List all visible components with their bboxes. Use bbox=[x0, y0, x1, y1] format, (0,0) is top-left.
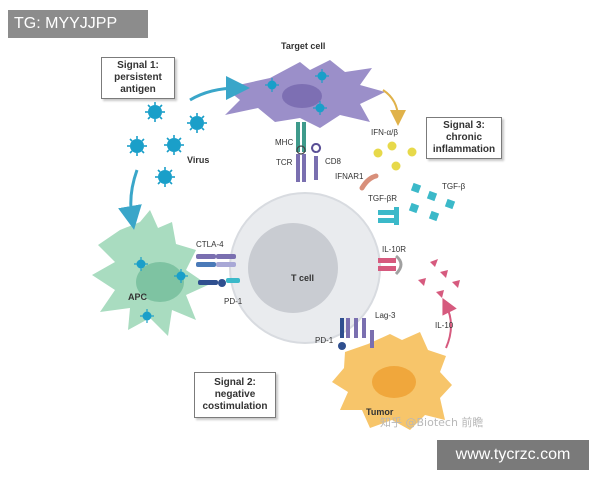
signal-3-line-2: chronic bbox=[445, 132, 483, 143]
virus-particle-1 bbox=[144, 101, 166, 123]
tgfb-squares bbox=[408, 182, 456, 222]
tgfbr-receptor bbox=[378, 207, 399, 225]
signal-3-line-3: inflammation bbox=[432, 144, 496, 155]
signal-1-box: Signal 1: persistent antigen bbox=[101, 57, 175, 99]
apc-label: APC bbox=[128, 292, 148, 302]
cd8-label: CD8 bbox=[325, 157, 342, 166]
signal-1-line-1: Signal 1: bbox=[117, 60, 159, 71]
il10-triangles bbox=[418, 259, 460, 298]
ifn-label: IFN-α/β bbox=[371, 128, 398, 137]
watermark-source: 知乎 @Biotech 前瞻 bbox=[380, 416, 484, 429]
virus-particle-4 bbox=[163, 134, 185, 156]
tcr-label: TCR bbox=[276, 158, 293, 167]
t-cell-label: T cell bbox=[291, 273, 315, 283]
il10r-receptor bbox=[378, 254, 403, 276]
signal-2-line-2: negative bbox=[214, 389, 256, 400]
signal-1-line-2: persistent bbox=[114, 72, 162, 83]
mhc-tcr-complex bbox=[296, 122, 322, 182]
ifn-dots bbox=[373, 141, 417, 171]
ctla4-label: CTLA-4 bbox=[196, 240, 224, 249]
tumor-label: Tumor bbox=[366, 407, 394, 417]
arrow-target-to-ifn bbox=[382, 89, 406, 126]
virus-label: Virus bbox=[187, 155, 210, 165]
signal-3-line-1: Signal 3: bbox=[443, 120, 485, 131]
signal-2-line-3: costimulation bbox=[202, 401, 268, 412]
tumor-nucleus bbox=[372, 366, 416, 398]
ifnar1-receptor bbox=[359, 173, 379, 191]
target-cell-nucleus bbox=[282, 84, 322, 108]
pd1-tumor-label: PD-1 bbox=[315, 336, 334, 345]
watermark-bottom: www.tycrzc.com bbox=[437, 440, 589, 470]
tgfb-label: TGF-β bbox=[442, 182, 466, 191]
signal-1-line-3: antigen bbox=[120, 84, 156, 95]
arrow-virus-to-target bbox=[189, 76, 250, 102]
watermark-top: TG: MYYJJPP bbox=[8, 10, 148, 38]
mhc-label: MHC bbox=[275, 138, 294, 147]
arrow-tumor-to-il10 bbox=[442, 297, 457, 349]
t-cell-nucleus bbox=[248, 223, 338, 313]
pd1-apc-label: PD-1 bbox=[224, 297, 243, 306]
ifnar1-label: IFNAR1 bbox=[335, 172, 364, 181]
target-cell-label: Target cell bbox=[281, 41, 326, 51]
signal-3-box: Signal 3: chronic inflammation bbox=[426, 117, 502, 159]
il10-label: IL-10 bbox=[435, 321, 454, 330]
virus-particle-2 bbox=[186, 112, 208, 134]
signal-2-line-1: Signal 2: bbox=[214, 377, 256, 388]
arrow-virus-to-apc bbox=[118, 169, 142, 230]
il10r-label: IL-10R bbox=[382, 245, 407, 254]
signal-2-box: Signal 2: negative costimulation bbox=[194, 372, 276, 418]
apc-nucleus bbox=[136, 262, 184, 302]
apc-receptors bbox=[196, 254, 240, 287]
tumor-receptors bbox=[338, 318, 374, 350]
tgfbr-label: TGF-βR bbox=[368, 194, 398, 203]
lag3-label: Lag-3 bbox=[375, 311, 396, 320]
virus-particle-3 bbox=[126, 135, 148, 157]
virus-particle-5 bbox=[154, 166, 176, 188]
